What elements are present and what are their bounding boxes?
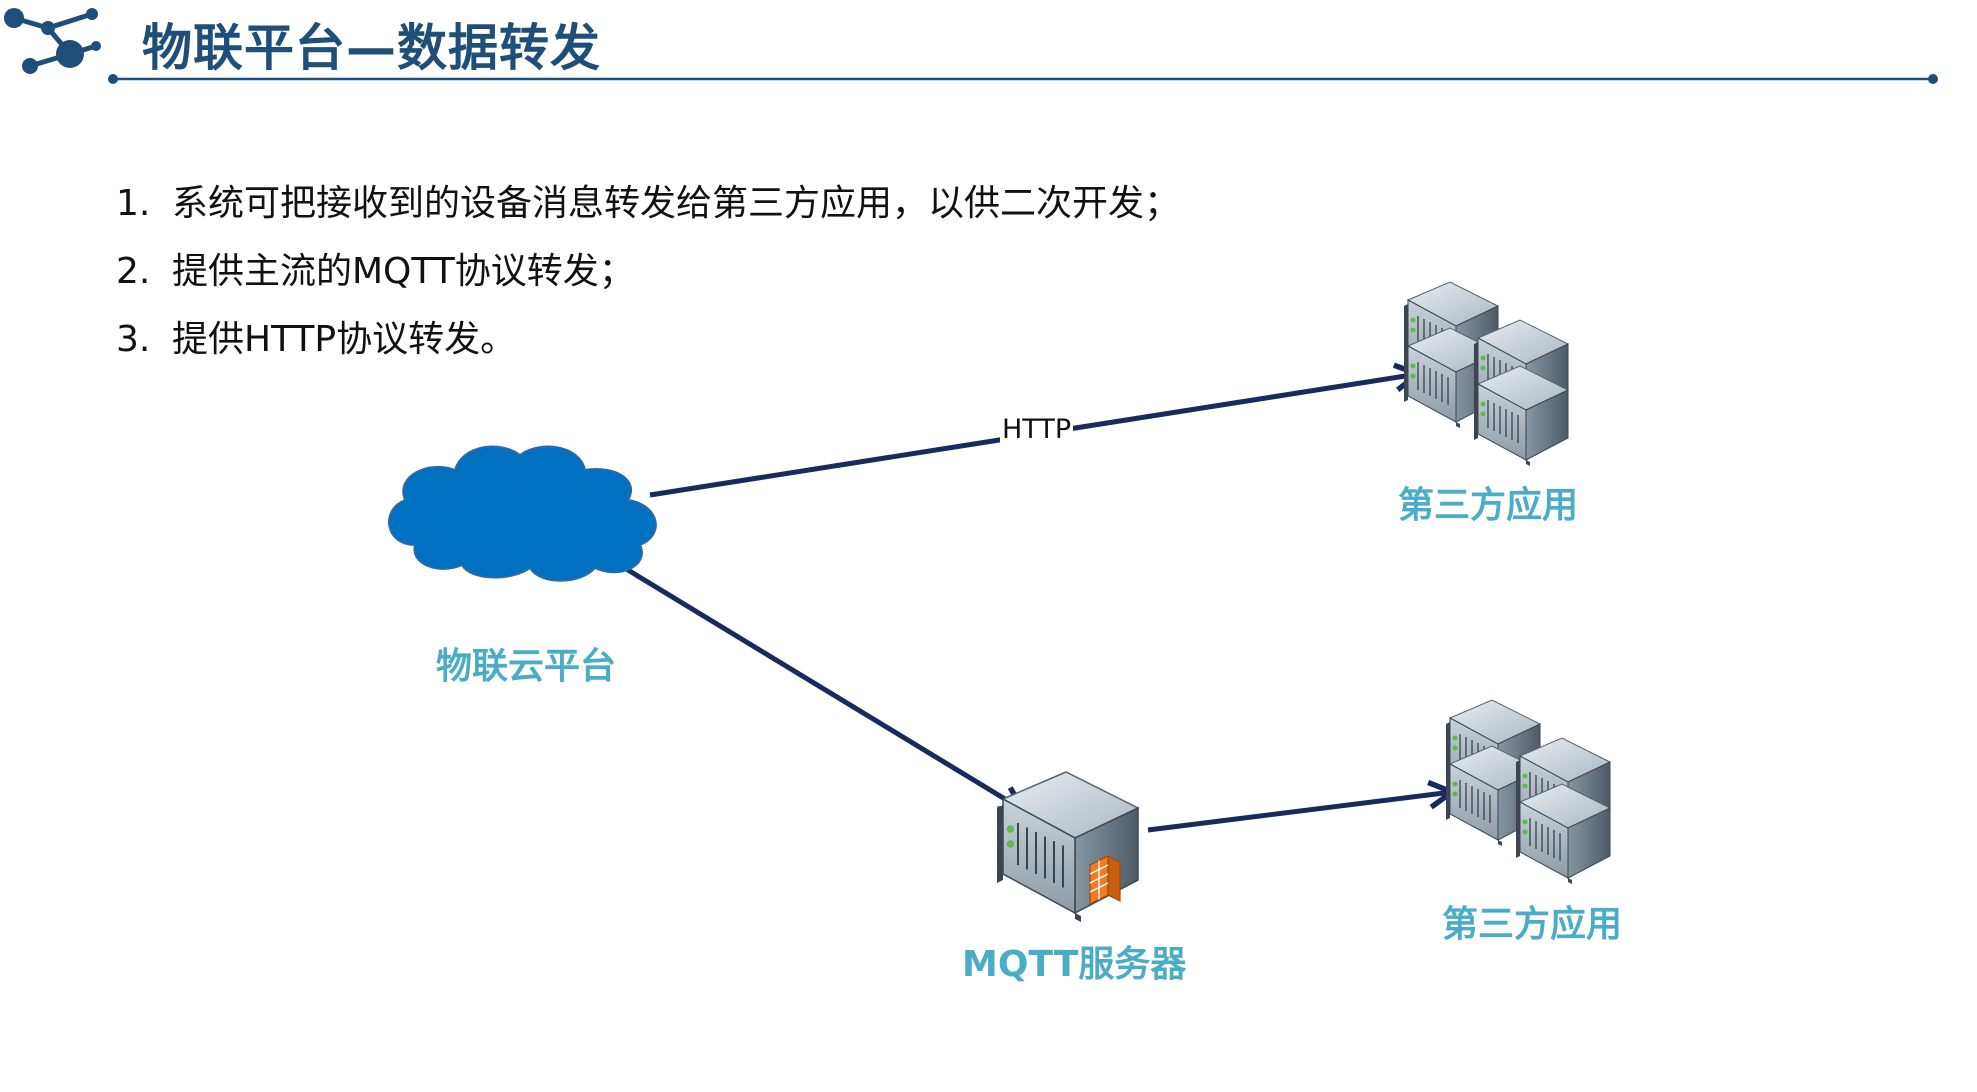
cloud-to-mqtt-edge <box>598 550 1026 813</box>
list-item: 1. 系统可把接收到的设备消息转发给第三方应用，以供二次开发； <box>116 170 1180 238</box>
cloud-platform-label: 物联云平台 <box>436 646 617 687</box>
page-title: 物联平台—数据转发 <box>142 19 601 77</box>
firewall-server-icon <box>996 771 1139 923</box>
list-item: 2. 提供主流的MQTT协议转发； <box>116 238 1180 306</box>
title-divider <box>108 74 1938 84</box>
http-edge-label: HTTP <box>1000 414 1074 445</box>
list-text: 提供HTTP协议转发。 <box>172 319 517 360</box>
list-number: 3. <box>116 319 151 360</box>
list-text: 提供主流的MQTT协议转发； <box>172 251 635 292</box>
mqtt-server-label: MQTT服务器 <box>962 944 1187 985</box>
list-number: 2. <box>116 251 151 292</box>
third-party-app-label: 第三方应用 <box>1398 485 1579 526</box>
list-text: 系统可把接收到的设备消息转发给第三方应用，以供二次开发； <box>172 183 1181 224</box>
list-number: 1. <box>116 183 151 224</box>
third-party-app-label: 第三方应用 <box>1442 904 1623 945</box>
cloud-icon <box>388 445 657 582</box>
mqtt-to-app-edge <box>1147 779 1455 833</box>
network-nodes-icon <box>4 8 101 74</box>
list-item: 3. 提供HTTP协议转发。 <box>116 306 1180 374</box>
server-cluster-icon <box>1404 282 1568 466</box>
feature-list: 1. 系统可把接收到的设备消息转发给第三方应用，以供二次开发； 2. 提供主流的MQ… <box>116 170 1180 374</box>
server-cluster-icon <box>1446 700 1610 884</box>
